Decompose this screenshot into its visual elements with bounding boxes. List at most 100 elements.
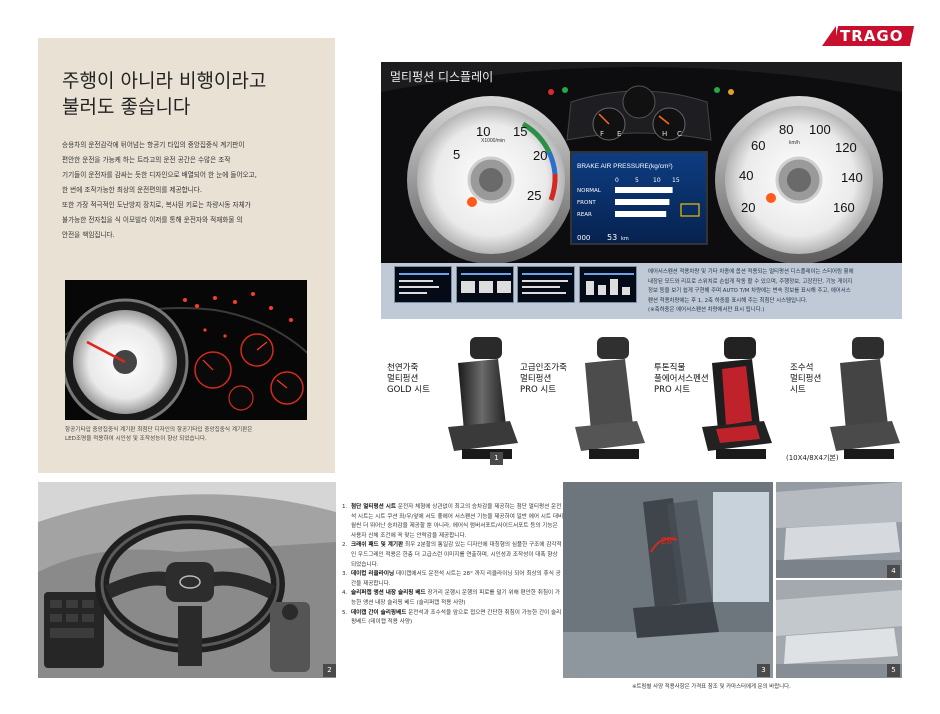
lcd-row-label: FRONT [577,200,596,206]
speedo-unit: km/h [789,140,800,146]
caption-line: LED조명을 적용하여 시인성 및 조작성능이 향상 되었습니다. [65,436,207,442]
cab-recline-illustration: 28° [563,482,773,678]
speedo-tick: 100 [809,122,831,137]
note-item: 1. 첨단 멀티펑션 시트 운전자 체형에 상관없이 최고의 승차감을 제공하는… [342,503,564,541]
dashboard-title: 멀티펑션 디스플레이 [390,70,494,84]
note-title: 데이캡 간이 슬리핑베드 [351,609,407,616]
seat-pro-leather [575,337,645,459]
display-thumbnail [394,266,452,303]
lcd-row-label: NORMAL [577,188,602,194]
display-description: 에어서스펜션 적용차량 및 기타 차종에 옵션 적용되는 멀티펑션 디스플레이는… [648,268,898,316]
seat-label-line: 고급인조가죽 [520,363,567,373]
dashboard-illustration: 5 10 15 20 25 X1000/min F E H C BRAKE AI… [381,62,902,263]
intro-line: 편안한 운전을 가능케 하는 트라고의 운전 공간은 수많은 조작 [62,156,231,164]
photo-number: 1 [490,452,503,465]
sleeping-bunk-photo [776,482,902,578]
cluster-night-illustration [65,292,307,420]
steering-illustration [38,482,336,678]
fuel-label: F [600,130,604,138]
seat-label-line: 투톤직물 [654,363,686,373]
speedo-tick: 40 [739,168,753,183]
note-item: 2. 크래쉬 패드 및 계기판 최우 2분할의 통일감 있는 디자인에 대칭형의… [342,541,564,570]
display-thumbnail-art [522,273,572,294]
recline-angle: 28° [661,536,676,547]
temp-label: C [677,130,682,138]
seat-label-line: PRO 시트 [654,385,691,395]
note-number: 4. [342,590,348,597]
note-title: 슬리퍼캡 앵션 내장 슬리핑 베드 [351,590,426,597]
tacho-tick: 15 [513,124,527,139]
display-thumbnail-art [584,273,634,295]
display-thumbnail [579,266,637,303]
seat-note: (10X4/8X4기본) [786,454,839,462]
photo-number: 4 [887,565,900,578]
lcd-scale: 5 [635,177,639,184]
lcd-title: BRAKE AIR PRESSURE(kg/cm²) [577,163,673,170]
description-line: 내장된 모드와 리프로 스위치로 손쉽게 작동 할 수 있으며, 주행정보, 고… [648,278,853,285]
display-thumbnail-art [461,273,511,293]
seat-label-line: 풀에어서스펜션 [654,374,709,384]
description-line: 에어서스펜션 적용차량 및 기타 차종에 옵션 적용되는 멀티펑션 디스플레이는… [648,269,854,275]
note-text: 장거리 운행시 운행의 피로를 덜기 위해 편안한 취침이 가능한 앵션 내장 … [351,590,561,606]
speedo-tick: 20 [741,200,755,215]
speedo-tick: 120 [835,140,857,155]
tacho-tick: 25 [527,188,541,203]
lcd-scale: 15 [672,177,680,184]
note-text: 데이캡에서도 운전석 시트는 28° 까지 리클라이닝 되어 최상의 휴식 공간… [351,571,561,587]
intro-line: 한 번에 조작가능한 최상의 운전편의를 제공합니다. [62,186,202,194]
lcd-scale: 10 [653,177,661,184]
seat-gold [448,337,518,459]
display-thumbnail [517,266,575,303]
tacho-tick: 10 [476,124,490,139]
cluster-night-photo [65,280,307,420]
sleeping-bunk-illustration [776,482,902,578]
photo-number: 3 [757,664,770,677]
intro-line: 또한 가장 적극적인 도난방지 장치로, 복사된 키로는 차량시동 자체가 [62,201,251,209]
note-number: 2. [342,542,348,549]
seat-label: 조수석 멀티펑션 시트 [790,363,821,396]
day-bed-illustration [776,580,902,678]
note-number: 3. [342,571,348,578]
lcd-bottom: 000 [577,234,590,242]
intro-line: 승용차의 운전감각에 뒤어넘는 항공기 타입의 중앙집중식 계기판이 [62,141,245,149]
note-item: 3. 데이컵 리클라이닝 데이캡에서도 운전석 시트는 28° 까지 리클라이닝… [342,570,564,589]
note-title: 첨단 멀티펑션 시트 [351,504,397,510]
tacho-tick: 20 [533,148,547,163]
lcd-row-bar [615,199,670,205]
speedo-tick: 60 [751,138,765,153]
brand-logo: TRAGO [822,24,915,48]
note-number: 1. [342,504,348,510]
fuel-label: E [617,130,621,138]
seat-label: 투톤직물 풀에어서스펜션 PRO 시트 [654,363,709,396]
description-line: 펜션 적용차량에는 후 1, 2축 하중을 표시해 주는 최첨단 시스템입니다. [648,297,808,304]
seat-label-line: 시트 [790,385,806,395]
intro-line: 안전을 책임집니다. [62,231,115,239]
seat-label-line: 멀티펑션 [520,374,552,384]
seat-pro-twotone [702,337,772,459]
tacho-tick: 5 [453,147,460,162]
seat-label-line: 조수석 [790,363,814,373]
lcd-bottom: 53 [607,233,617,242]
lcd-scale: 0 [615,177,619,184]
logo-mark [822,26,836,46]
display-thumbnail-art [399,273,449,294]
speedo-tick: 140 [841,170,863,185]
lcd-rows: NORMAL FRONT REAR [577,187,673,218]
headline: 주행이 아니라 비행이라고 불러도 좋습니다 [62,68,322,120]
seat-label: 천연가죽 멀티펑션 GOLD 시트 [387,363,430,396]
lcd-row-label: REAR [577,212,592,218]
seat-label-line: 멀티펑션 [790,374,822,384]
description-line: (※축하중은 에어서스펜션 차량에서만 표시 됩니다.) [648,307,765,313]
description-line: 정보 등을 보기 쉽게 구현해 주며 AUTO T/M 차량에는 변속 정보를 … [648,288,851,294]
temp-label: H [662,130,667,138]
headline-line: 주행이 아니라 비행이라고 [62,70,267,92]
intro-line: 기기들이 운전자를 감싸는 듯한 디자인으로 배열되어 한 눈에 들어오고, [62,171,257,179]
seat-passenger [830,337,900,459]
lcd-row-bar [615,187,673,193]
lcd-row-bar [615,211,667,217]
lcd-bottom: km [621,236,629,242]
note-title: 크래쉬 패드 및 계기판 [351,542,404,549]
note-text: 운전석과 조수석을 앞으로 접으면 간단한 취침이 가능한 간이 슬리핑베드 (… [351,609,562,626]
note-text: 최우 2분할의 통일감 있는 디자인에 대칭형의 심플한 구조에 감각적인 우드… [351,542,562,568]
feature-notes: 1. 첨단 멀티펑션 시트 운전자 체형에 상관없이 최고의 승차감을 제공하는… [342,503,564,628]
